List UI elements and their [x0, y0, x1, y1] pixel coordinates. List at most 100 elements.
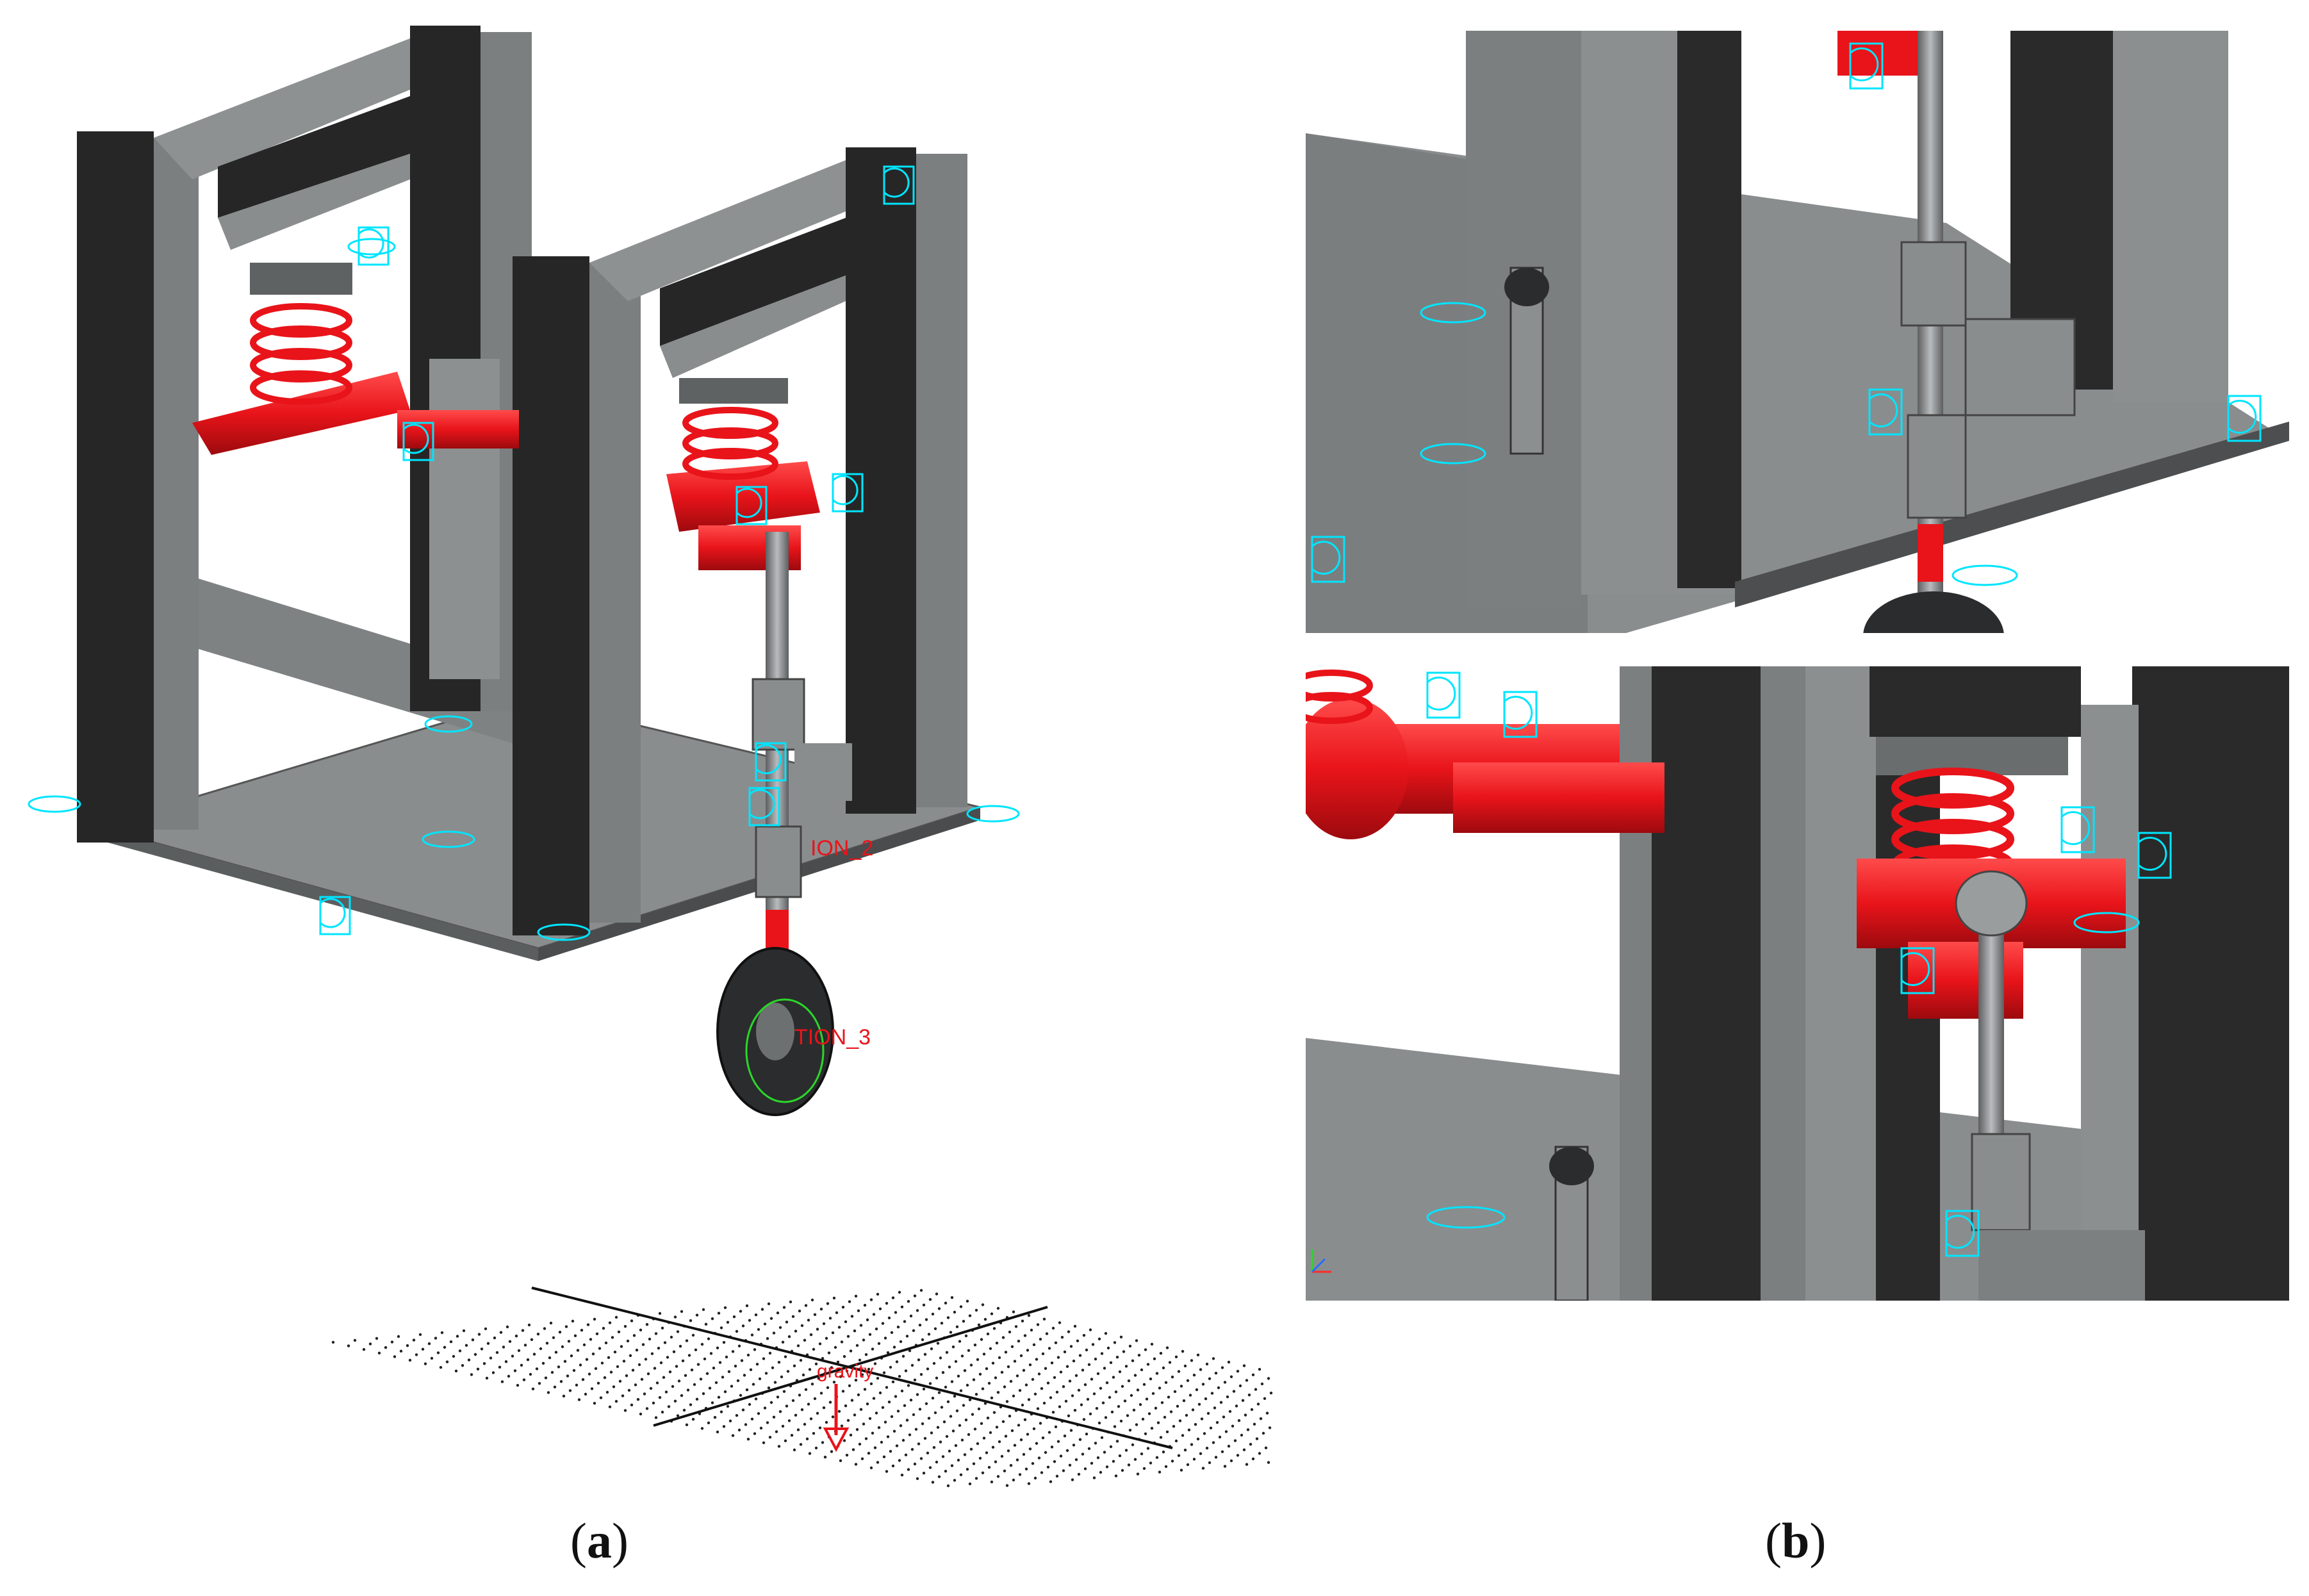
joint-marker-icon [832, 473, 864, 513]
grid-dot [842, 1439, 846, 1442]
grid-dot [1222, 1415, 1226, 1419]
grid-dot [872, 1313, 876, 1316]
grid-dot [1247, 1394, 1251, 1397]
grid-dot [445, 1360, 449, 1363]
grid-dot [877, 1342, 881, 1345]
grid-dot [868, 1417, 872, 1420]
grid-dot [593, 1402, 596, 1405]
grid-dot [777, 1361, 781, 1364]
grid-dot [762, 1441, 766, 1444]
grid-dot [891, 1464, 895, 1468]
grid-dot [791, 1315, 795, 1318]
grid-dot [682, 1408, 686, 1412]
grid-dot [1217, 1386, 1220, 1390]
grid-dot [832, 1381, 836, 1384]
grid-dot [588, 1372, 591, 1376]
grid-dot [955, 1409, 959, 1413]
grid-dot [937, 1391, 941, 1394]
grid-dot [553, 1385, 557, 1388]
grid-dot [722, 1425, 726, 1428]
grid-dot [1042, 1317, 1046, 1320]
grid-dot [848, 1384, 851, 1387]
grid-dot [921, 1338, 924, 1342]
grid-dot [826, 1386, 830, 1389]
grid-dot [1062, 1385, 1065, 1388]
grid-dot [1095, 1407, 1099, 1410]
grid-dot [948, 1449, 951, 1452]
grid-dot [831, 1331, 835, 1335]
rear-control-arm [192, 372, 410, 455]
grid-dot [622, 1360, 626, 1363]
grid-dot [1121, 1468, 1124, 1472]
grid-dot [760, 1308, 764, 1311]
grid-dot [1108, 1395, 1112, 1399]
zoom-bottom-column-mid [1805, 666, 1876, 1301]
grid-dot [793, 1448, 796, 1452]
grid-dot [1017, 1424, 1021, 1427]
grid-dot [1112, 1376, 1115, 1379]
grid-dot [1026, 1433, 1030, 1436]
grid-dot [552, 1336, 555, 1339]
grid-dot [1100, 1436, 1104, 1439]
grid-dot [605, 1390, 609, 1394]
grid-dot [768, 1351, 772, 1355]
grid-dot [849, 1433, 853, 1436]
grid-dot [800, 1324, 804, 1328]
grid-dot [723, 1306, 727, 1310]
grid-dot [966, 1383, 969, 1387]
grid-dot [1114, 1474, 1118, 1477]
grid-dot [732, 1315, 736, 1319]
grid-dot [1186, 1379, 1190, 1382]
grid-dot [573, 1334, 577, 1337]
grid-dot [834, 1345, 837, 1349]
front-spring-seat [679, 378, 788, 404]
grid-dot [918, 1408, 922, 1411]
grid-dot [891, 1296, 895, 1299]
grid-dot [1099, 1386, 1103, 1390]
grid-dot [867, 1452, 871, 1455]
grid-dot [989, 1347, 992, 1350]
grid-dot [752, 1383, 755, 1386]
grid-dot [1074, 1458, 1078, 1461]
grid-dot [1212, 1441, 1215, 1444]
grid-dot [568, 1389, 572, 1392]
grid-dot [873, 1362, 877, 1365]
grid-dot [1145, 1397, 1149, 1401]
grid-dot [640, 1378, 644, 1381]
grid-dot [895, 1360, 899, 1363]
grid-dot [1182, 1399, 1186, 1403]
grid-dot [1168, 1361, 1172, 1364]
grid-dot [1119, 1335, 1123, 1338]
grid-dot [850, 1315, 854, 1318]
grid-dot [1022, 1452, 1026, 1456]
grid-dot [1035, 1358, 1039, 1361]
grid-dot [793, 1364, 796, 1367]
grid-dot [909, 1399, 913, 1402]
grid-dot [541, 1362, 545, 1365]
grid-dot [1144, 1432, 1147, 1435]
zoom-bottom-column-left-dark [1652, 666, 1761, 1301]
grid-dot [1192, 1374, 1196, 1377]
grid-dot [816, 1328, 819, 1331]
grid-dot [736, 1379, 740, 1383]
grid-dot [641, 1343, 645, 1346]
grid-dot [577, 1398, 581, 1401]
grid-dot [677, 1379, 681, 1383]
grid-dot [1024, 1383, 1028, 1386]
grid-dot [986, 1417, 990, 1420]
grid-dot [1223, 1465, 1227, 1468]
grid-dot [709, 1352, 713, 1355]
grid-dot [958, 1424, 962, 1427]
grid-dot [595, 1332, 599, 1335]
grid-dot [787, 1335, 791, 1338]
grid-dot [575, 1383, 579, 1386]
grid-dot [508, 1340, 512, 1343]
grid-dot [1010, 1429, 1014, 1433]
grid-dot [589, 1338, 593, 1341]
grid-dot [495, 1351, 499, 1354]
grid-dot [646, 1372, 650, 1376]
grid-dot [860, 1457, 864, 1460]
grid-dot [636, 1398, 640, 1401]
grid-dot [1049, 1396, 1053, 1399]
grid-dot [1159, 1352, 1163, 1355]
